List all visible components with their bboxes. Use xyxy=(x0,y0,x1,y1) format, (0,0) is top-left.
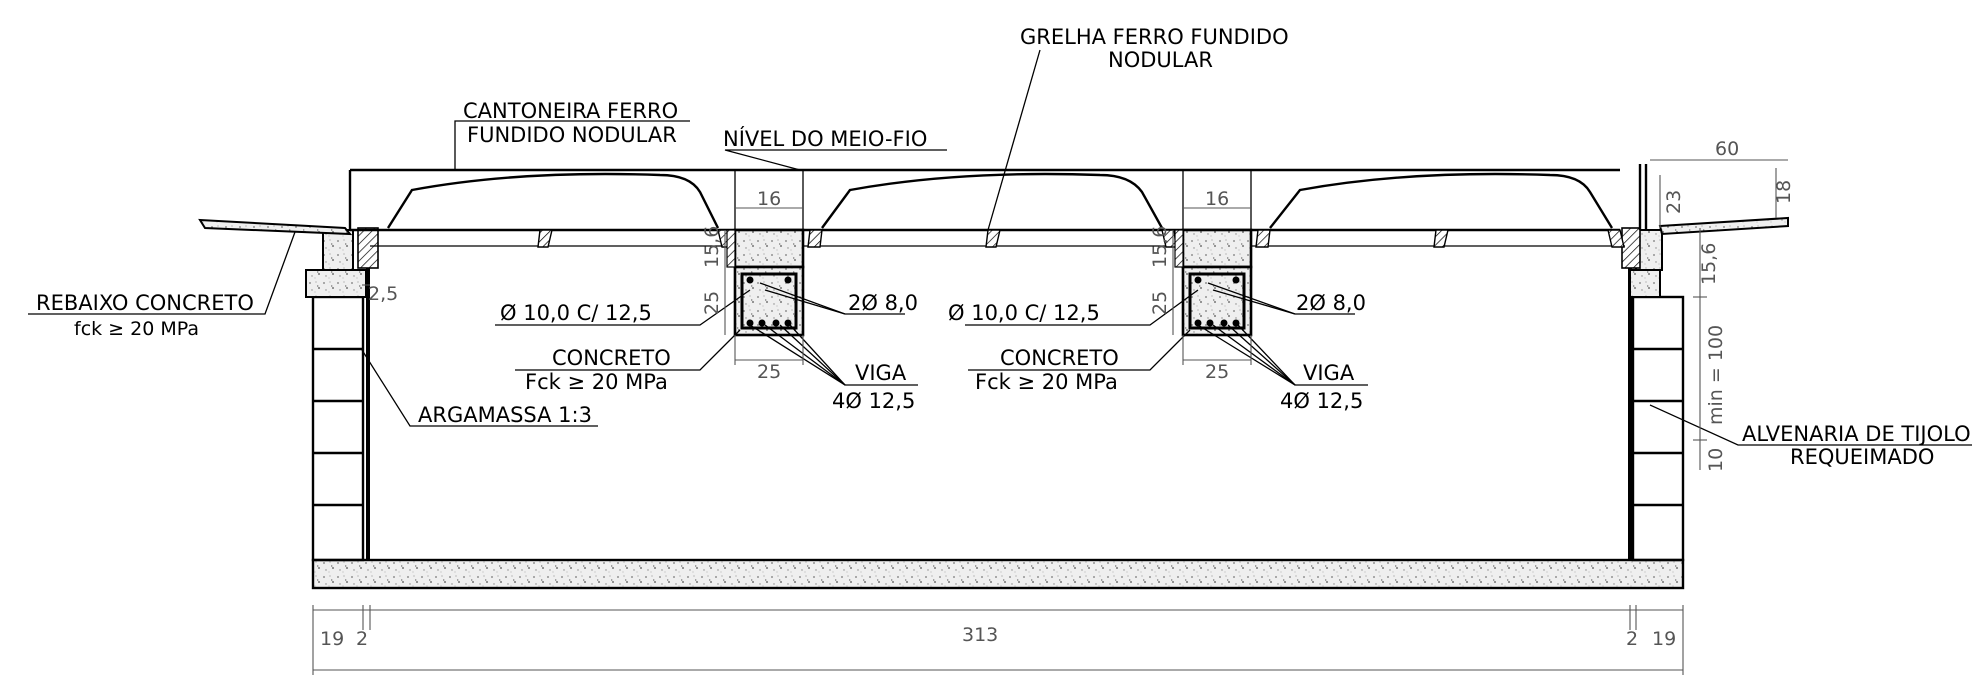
dim-beam2-width-25: 25 xyxy=(1205,361,1229,383)
dim-beam2-width-16: 16 xyxy=(1205,188,1229,210)
dim-gap-2-5: 2,5 xyxy=(368,283,398,305)
beam-1 xyxy=(733,169,805,337)
beam2-stirrup-label: Ø 10,0 C/ 12,5 xyxy=(948,301,1100,325)
beam1-topbars-label: 2Ø 8,0 xyxy=(848,291,918,315)
dim-bottom-right-2: 2 xyxy=(1626,628,1638,650)
nivel-label: NÍVEL DO MEIO-FIO xyxy=(723,126,927,151)
dim-beam1-height-15-6: 15,6 xyxy=(701,226,723,268)
right-cap-block xyxy=(1629,269,1661,298)
grate-bays xyxy=(386,172,1614,229)
dim-beam1-height-25: 25 xyxy=(701,291,723,315)
left-cap-block xyxy=(305,269,367,298)
grelha-label-line2: NODULAR xyxy=(1108,48,1213,72)
dimension-text: 16 16 15,6 15,6 25 25 25 25 2,5 60 18 23… xyxy=(320,138,1795,650)
beam2-viga-label-line2: 4Ø 12,5 xyxy=(1280,389,1363,413)
left-angle-hatch xyxy=(357,227,379,269)
beam2-viga-label-line1: VIGA xyxy=(1303,361,1355,385)
beam1-viga-label-line1: VIGA xyxy=(855,361,907,385)
alvenaria-label-line1: ALVENARIA DE TIJOLO xyxy=(1742,422,1971,446)
dim-beam1-width-16: 16 xyxy=(757,188,781,210)
rebaixo-label-line2: fck ≥ 20 MPa xyxy=(74,318,199,340)
leader-lines xyxy=(28,49,1972,446)
dim-right-15-6: 15,6 xyxy=(1698,243,1720,285)
base-slab xyxy=(311,558,1685,590)
dim-bottom-left-19: 19 xyxy=(320,628,344,650)
beam2-concreto-label-line2: Fck ≥ 20 MPa xyxy=(975,370,1118,394)
dimension-lines xyxy=(312,159,1788,675)
cantoneira-label-line2: FUNDIDO NODULAR xyxy=(467,123,677,147)
beam2-topbars-label: 2Ø 8,0 xyxy=(1296,291,1366,315)
dim-right-10: 10 xyxy=(1705,448,1727,472)
dim-right-60: 60 xyxy=(1715,138,1739,160)
dim-bottom-left-2: 2 xyxy=(356,628,368,650)
right-sidewalk xyxy=(1658,216,1789,236)
structure xyxy=(198,164,1789,590)
beam2-concreto-label-line1: CONCRETO xyxy=(1000,346,1119,370)
dim-bottom-right-19: 19 xyxy=(1652,628,1676,650)
beam1-viga-label-line2: 4Ø 12,5 xyxy=(832,389,915,413)
dim-bottom-313: 313 xyxy=(962,624,998,646)
text-labels: GRELHA FERRO FUNDIDO NODULAR CANTONEIRA … xyxy=(36,25,1971,469)
beam1-concreto-label-line1: CONCRETO xyxy=(552,346,671,370)
grelha-label-line1: GRELHA FERRO FUNDIDO xyxy=(1020,25,1289,49)
beam-2 xyxy=(1181,169,1253,337)
dim-beam2-height-25: 25 xyxy=(1149,291,1171,315)
beam1-concreto-label-line2: Fck ≥ 20 MPa xyxy=(525,370,668,394)
rebaixo-label-line1: REBAIXO CONCRETO xyxy=(36,291,254,315)
alvenaria-label-line2: REQUEIMADO xyxy=(1790,445,1934,469)
dim-right-min-100: min = 100 xyxy=(1705,325,1727,425)
argamassa-label: ARGAMASSA 1:3 xyxy=(418,403,592,427)
dim-beam1-width-25: 25 xyxy=(757,361,781,383)
left-edge-pad xyxy=(322,229,354,271)
cantoneira-label-line1: CANTONEIRA FERRO xyxy=(463,99,678,123)
dim-right-23: 23 xyxy=(1663,190,1685,214)
right-angle-hatch xyxy=(1621,227,1641,269)
dim-beam2-height-15-6: 15,6 xyxy=(1149,226,1171,268)
left-sidewalk xyxy=(198,218,353,236)
dim-right-18: 18 xyxy=(1773,180,1795,204)
beam1-stirrup-label: Ø 10,0 C/ 12,5 xyxy=(500,301,652,325)
